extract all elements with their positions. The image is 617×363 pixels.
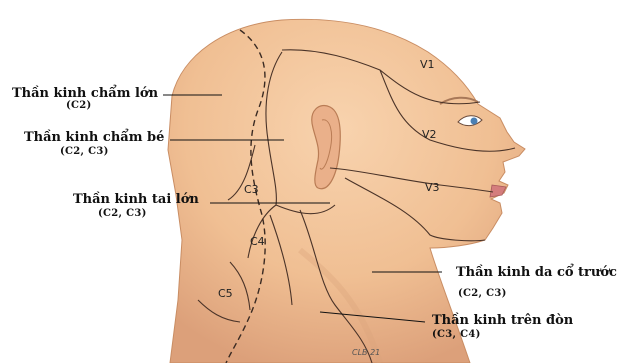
transverse-cervical-roots: (C2, C3) xyxy=(458,288,507,299)
great-auricular-name: Thần kinh tai lớn xyxy=(73,192,199,207)
zone-c5-label: C5 xyxy=(218,287,233,300)
great-auricular-roots: (C2, C3) xyxy=(98,208,147,219)
artist-signature: CLB 21 xyxy=(352,348,380,357)
greater-occipital-roots: (C2) xyxy=(66,100,92,111)
zone-v3-label: V3 xyxy=(425,181,440,194)
transverse-cervical-name: Thần kinh da cổ trước xyxy=(456,265,617,280)
lesser-occipital-name: Thần kinh chẩm bé xyxy=(24,130,164,145)
zone-v1-label: V1 xyxy=(420,58,435,71)
greater-occipital-name: Thần kinh chẩm lớn xyxy=(12,86,158,101)
zone-v2-label: V2 xyxy=(422,128,437,141)
zone-c3-label: C3 xyxy=(244,183,259,196)
lips xyxy=(490,185,506,197)
zone-c4-label: C4 xyxy=(250,235,265,248)
supraclavicular-name: Thần kinh trên đòn xyxy=(432,313,573,328)
lesser-occipital-roots: (C2, C3) xyxy=(60,146,109,157)
supraclavicular-roots: (C3, C4) xyxy=(432,329,481,340)
head-silhouette xyxy=(168,19,525,363)
